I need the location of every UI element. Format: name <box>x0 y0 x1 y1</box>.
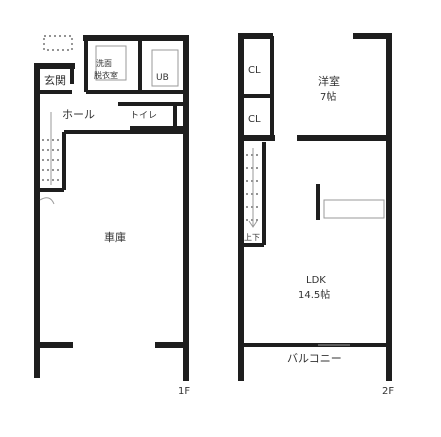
1f-washroom-label-line2: 脱衣室 <box>94 70 118 80</box>
1f-entry-dash-box <box>43 35 73 51</box>
first-floor-plan: 玄関 洗面 脱衣室 UB ホール トイレ 車庫 1F <box>34 35 190 397</box>
1f-stairs <box>42 112 60 185</box>
1f-entrance-label: 玄関 <box>44 73 66 87</box>
1f-floor-label: 1F <box>178 386 190 397</box>
2f-ldk-label-line2: 14.5帖 <box>298 288 330 301</box>
2f-western-room-label-line2: 7帖 <box>320 90 336 103</box>
1f-main-room-label: 車庫 <box>104 230 126 244</box>
2f-closet-upper-label: CL <box>248 65 261 76</box>
2f-western-room-label-line1: 洋室 <box>318 74 340 88</box>
2f-balcony-label: バルコニー <box>287 352 342 365</box>
2f-closet-lower-label: CL <box>248 114 261 125</box>
1f-unit-bath-label: UB <box>156 73 169 83</box>
1f-hall-label: ホール <box>62 108 95 121</box>
2f-floor-label: 2F <box>382 386 394 397</box>
1f-door-swing <box>39 197 55 205</box>
2f-ldk-label-line1: LDK <box>306 275 326 286</box>
2f-stairs-label: 上下 <box>244 233 260 242</box>
1f-bathtub <box>151 49 179 87</box>
2f-stairs <box>246 148 260 228</box>
1f-washroom-label-line1: 洗面 <box>96 58 112 68</box>
2f-kitchen-counter <box>323 199 385 219</box>
1f-washbasin <box>95 45 127 81</box>
second-floor-plan: CL CL 洋室 7帖 上下 LDK 14.5帖 バルコニー 2F <box>238 33 394 397</box>
1f-toilet-label: トイレ <box>130 111 157 121</box>
